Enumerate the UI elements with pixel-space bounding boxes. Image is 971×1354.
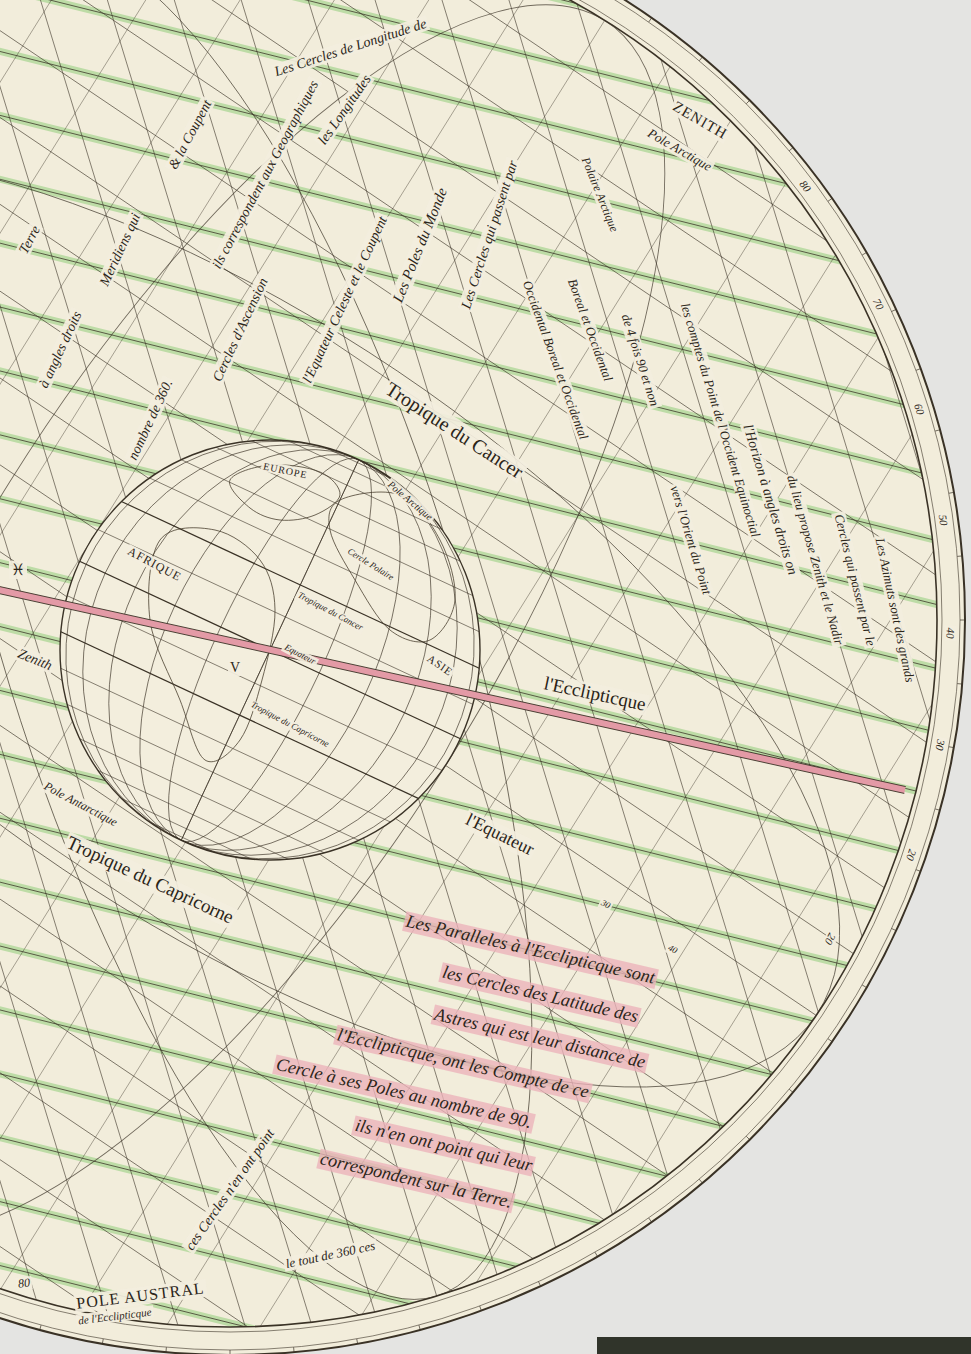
ecliptic — [0, 585, 906, 794]
rim-tick — [789, 148, 793, 151]
equator-parallel — [0, 0, 971, 526]
photo-strip — [597, 1337, 971, 1354]
azimuth-line — [518, 0, 971, 1312]
rim-tick — [419, 1325, 420, 1330]
rim-tick — [949, 492, 954, 494]
green-parallel — [0, 41, 971, 476]
terrestrial-globe — [0, 353, 593, 948]
meridian-line — [0, 0, 843, 1354]
ecliptic-band — [0, 588, 905, 790]
rim-tick — [480, 1306, 482, 1311]
parallel-line — [0, 1004, 953, 1354]
rim-tick — [165, 1347, 166, 1352]
rim-tick — [828, 198, 832, 201]
azimuth-line — [579, 0, 971, 1294]
scale-number: 80 — [15, 1276, 32, 1291]
ecliptic-edge — [0, 591, 904, 793]
parallel-line — [0, 0, 971, 236]
equator-parallel — [0, 296, 855, 1303]
parallel-line — [0, 763, 971, 1198]
equator-parallel — [0, 117, 971, 1124]
meridian-line — [24, 26, 971, 1354]
rim-tick — [892, 309, 897, 311]
rim-tick — [916, 369, 921, 371]
equator-parallel — [0, 355, 815, 1354]
equator-parallel — [0, 415, 775, 1354]
parallel-line — [0, 823, 971, 1258]
sphere-rim — [0, 0, 937, 1327]
rim-tick — [862, 253, 866, 256]
green-parallel — [0, 0, 971, 116]
great-circle — [0, 0, 657, 1354]
rim-tick — [957, 683, 962, 684]
rim-tick — [699, 57, 702, 61]
green-parallel — [0, 884, 971, 1319]
green-parallel — [0, 823, 971, 1258]
sphere-rim — [0, 0, 942, 1332]
rim-tick — [699, 1179, 702, 1183]
rim-tick — [935, 809, 940, 810]
rim-tick — [935, 430, 940, 431]
rim-tick — [828, 1039, 832, 1042]
rim-tick — [892, 929, 897, 931]
great-circle — [0, 0, 825, 1354]
rim-tick — [595, 1252, 598, 1256]
equator-parallel — [0, 0, 971, 885]
rim-tick — [356, 1339, 358, 1344]
green-parallel — [0, 0, 971, 236]
globe-parallel — [0, 719, 422, 939]
meridian-line — [0, 0, 28, 959]
parallel-line — [0, 884, 971, 1319]
ecliptic-edge — [0, 585, 906, 787]
rim-tick — [649, 1218, 652, 1222]
meridian-line — [0, 0, 503, 1256]
green-parallel — [0, 1004, 953, 1354]
meridian-line — [0, 0, 910, 1354]
azimuth-line — [701, 0, 971, 1256]
rim-tick — [916, 870, 921, 872]
rim-tick — [746, 1136, 750, 1140]
rim-tick — [789, 1089, 793, 1092]
parallel-line — [0, 41, 971, 476]
rim-tick — [539, 1282, 541, 1287]
equator-parallel — [0, 57, 971, 1064]
globe-parallel — [0, 635, 461, 855]
azimuth-line — [28, 0, 554, 1354]
scale-number: 30 — [933, 737, 948, 754]
rim-tick — [40, 1325, 41, 1330]
rim-tick — [862, 985, 866, 988]
green-parallel — [0, 0, 971, 417]
rim-tick — [949, 746, 954, 748]
rim-tick — [746, 100, 750, 104]
azimuth-line — [0, 0, 493, 1354]
azimuth-line — [0, 0, 65, 1354]
scale-number: 40 — [945, 625, 957, 640]
meridian-line — [0, 0, 639, 1341]
sphere-label: ♓ — [9, 561, 27, 579]
azimuth-line — [0, 0, 4, 1354]
rim-tick — [957, 555, 962, 556]
meridian-line — [0, 0, 571, 1298]
azimuth-line — [456, 0, 971, 1331]
globe-parallel — [0, 686, 438, 906]
parallel-line — [0, 0, 971, 417]
rim-tick — [293, 1347, 294, 1352]
rim-tick — [649, 18, 652, 22]
sphere-label: V — [228, 660, 242, 675]
rim-tick — [960, 620, 965, 621]
equator-parallel — [0, 0, 971, 467]
parallel-line — [0, 0, 971, 116]
meridian-line — [0, 0, 707, 1354]
rim-tick — [230, 1350, 231, 1354]
rim-tick — [102, 1339, 104, 1344]
